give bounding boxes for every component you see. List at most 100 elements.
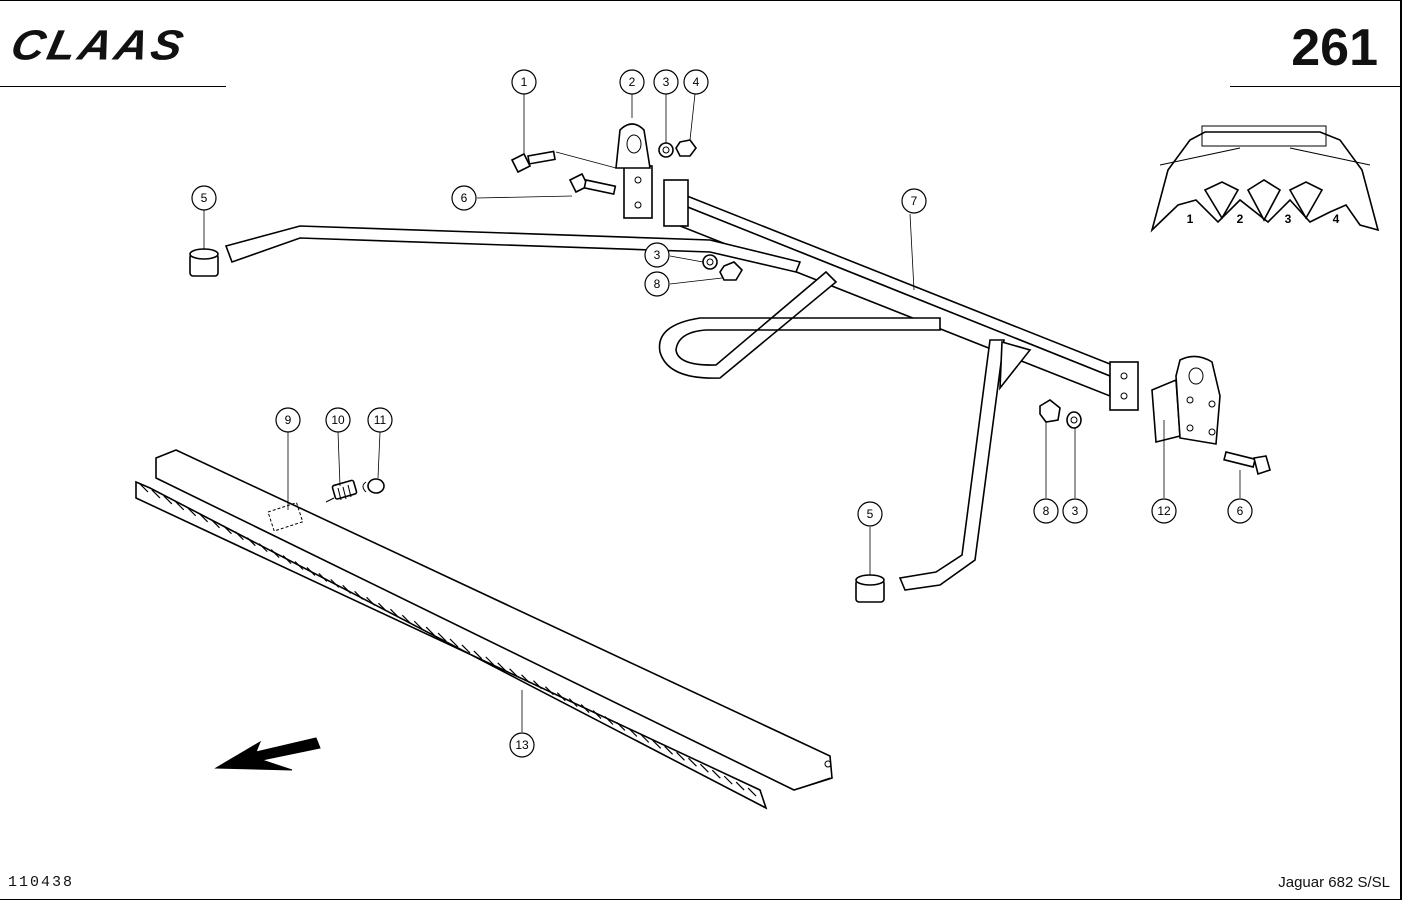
callout-4: 4 <box>683 69 709 95</box>
model-name: Jaguar 682 S/SL <box>1278 874 1390 891</box>
cutter-tooth <box>521 674 530 684</box>
callout-5a: 5 <box>191 185 217 211</box>
cutter-tooth <box>413 620 423 630</box>
callout-3c: 3 <box>1062 498 1088 524</box>
cutter-tooth <box>425 626 435 636</box>
cutter-bar-13 <box>135 449 833 810</box>
inset-label-1: 1 <box>1187 212 1194 226</box>
svg-text:12: 12 <box>1157 504 1171 518</box>
cutter-tooth <box>568 698 578 708</box>
svg-text:13: 13 <box>515 738 529 752</box>
svg-text:5: 5 <box>201 191 208 205</box>
bracket-12 <box>1151 355 1221 445</box>
cutter-tooth <box>676 751 685 761</box>
document-code: 110438 <box>8 874 75 891</box>
cutter-tooth <box>616 722 626 731</box>
cutter-tooth <box>354 590 364 600</box>
logo-rule <box>0 86 226 87</box>
callout-13: 13 <box>509 732 535 758</box>
cutter-tooth <box>509 668 519 678</box>
callout-1: 1 <box>511 69 537 95</box>
cutter-tooth <box>401 614 411 624</box>
cutter-tooth <box>199 513 209 523</box>
cutter-tooth <box>628 727 638 737</box>
callouts: 1 2 3 4 5 6 7 3 8 9 10 11 8 3 12 6 5 13 <box>191 69 1253 758</box>
cutter-tooth <box>306 567 316 576</box>
cutter-tooth <box>246 537 256 547</box>
cutter-tooth <box>544 686 554 696</box>
svg-text:8: 8 <box>1043 504 1050 518</box>
svg-text:7: 7 <box>911 194 918 208</box>
callout-5b: 5 <box>857 501 883 527</box>
callout-11: 11 <box>367 407 393 433</box>
svg-text:3: 3 <box>663 75 670 89</box>
cutter-tooth <box>485 656 495 666</box>
cutter-tooth <box>533 680 542 690</box>
cutter-tooth <box>473 650 483 660</box>
cutter-tooth <box>711 769 721 779</box>
callout-2: 2 <box>619 69 645 95</box>
frame-assembly <box>224 165 1139 591</box>
cutter-tooth <box>163 495 173 505</box>
cutter-tooth <box>211 519 220 529</box>
svg-text:10: 10 <box>331 413 345 427</box>
callout-12: 12 <box>1151 498 1177 524</box>
cutter-tooth <box>270 549 280 559</box>
cutter-tooth <box>187 507 197 517</box>
svg-text:2: 2 <box>629 75 636 89</box>
cutter-tooth <box>735 781 745 791</box>
cutter-tooth <box>699 763 709 773</box>
cutter-tooth <box>139 483 149 493</box>
svg-text:9: 9 <box>285 413 292 427</box>
cutter-tooth <box>175 501 185 511</box>
cutter-tooth <box>330 578 340 588</box>
cutter-tooth <box>223 525 232 535</box>
callout-3b: 3 <box>644 242 670 268</box>
svg-text:8: 8 <box>654 277 661 291</box>
cutter-tooth <box>592 710 602 719</box>
cutter-tooth <box>652 739 662 749</box>
svg-text:1: 1 <box>521 75 528 89</box>
cutter-tooth <box>604 716 614 725</box>
cutter-tooth <box>318 572 328 582</box>
cutter-tooth <box>640 733 650 743</box>
cutter-tooth <box>342 584 352 594</box>
callout-8a: 8 <box>644 271 670 297</box>
cutter-tooth <box>461 644 471 654</box>
svg-text:6: 6 <box>1237 504 1244 518</box>
svg-text:5: 5 <box>867 507 874 521</box>
direction-arrow <box>214 737 321 771</box>
svg-text:11: 11 <box>374 413 387 427</box>
leader-lines <box>203 93 1241 732</box>
cutter-tooth <box>723 775 733 785</box>
cutter-tooth <box>437 632 447 642</box>
inset-header-illustration: 1 2 3 4 <box>1150 125 1380 233</box>
callout-9: 9 <box>275 407 301 433</box>
svg-text:3: 3 <box>654 248 661 262</box>
inset-label-4: 4 <box>1333 212 1340 226</box>
cutter-tooth <box>389 608 399 618</box>
callout-3a: 3 <box>653 69 679 95</box>
cutter-tooth <box>366 596 375 606</box>
cutter-tooth <box>580 704 590 714</box>
svg-text:4: 4 <box>693 75 700 89</box>
cutter-tooth <box>378 602 387 612</box>
callout-8b: 8 <box>1033 498 1059 524</box>
page-number: 261 <box>1291 19 1378 77</box>
svg-text:6: 6 <box>461 191 468 205</box>
cutter-tooth <box>556 692 566 702</box>
callout-7: 7 <box>901 188 927 214</box>
cutter-tooth <box>282 555 292 564</box>
cutter-tooth <box>747 787 757 797</box>
svg-text:3: 3 <box>1072 504 1079 518</box>
cutter-tooth <box>258 543 268 553</box>
bracket-2 <box>615 123 651 169</box>
cutter-tooth <box>664 745 674 755</box>
callout-6b: 6 <box>1227 498 1253 524</box>
cutter-tooth <box>294 561 304 570</box>
callout-10: 10 <box>325 407 351 433</box>
cutter-tooth <box>449 638 459 648</box>
cutter-tooth <box>688 757 697 767</box>
inset-label-2: 2 <box>1237 212 1244 226</box>
